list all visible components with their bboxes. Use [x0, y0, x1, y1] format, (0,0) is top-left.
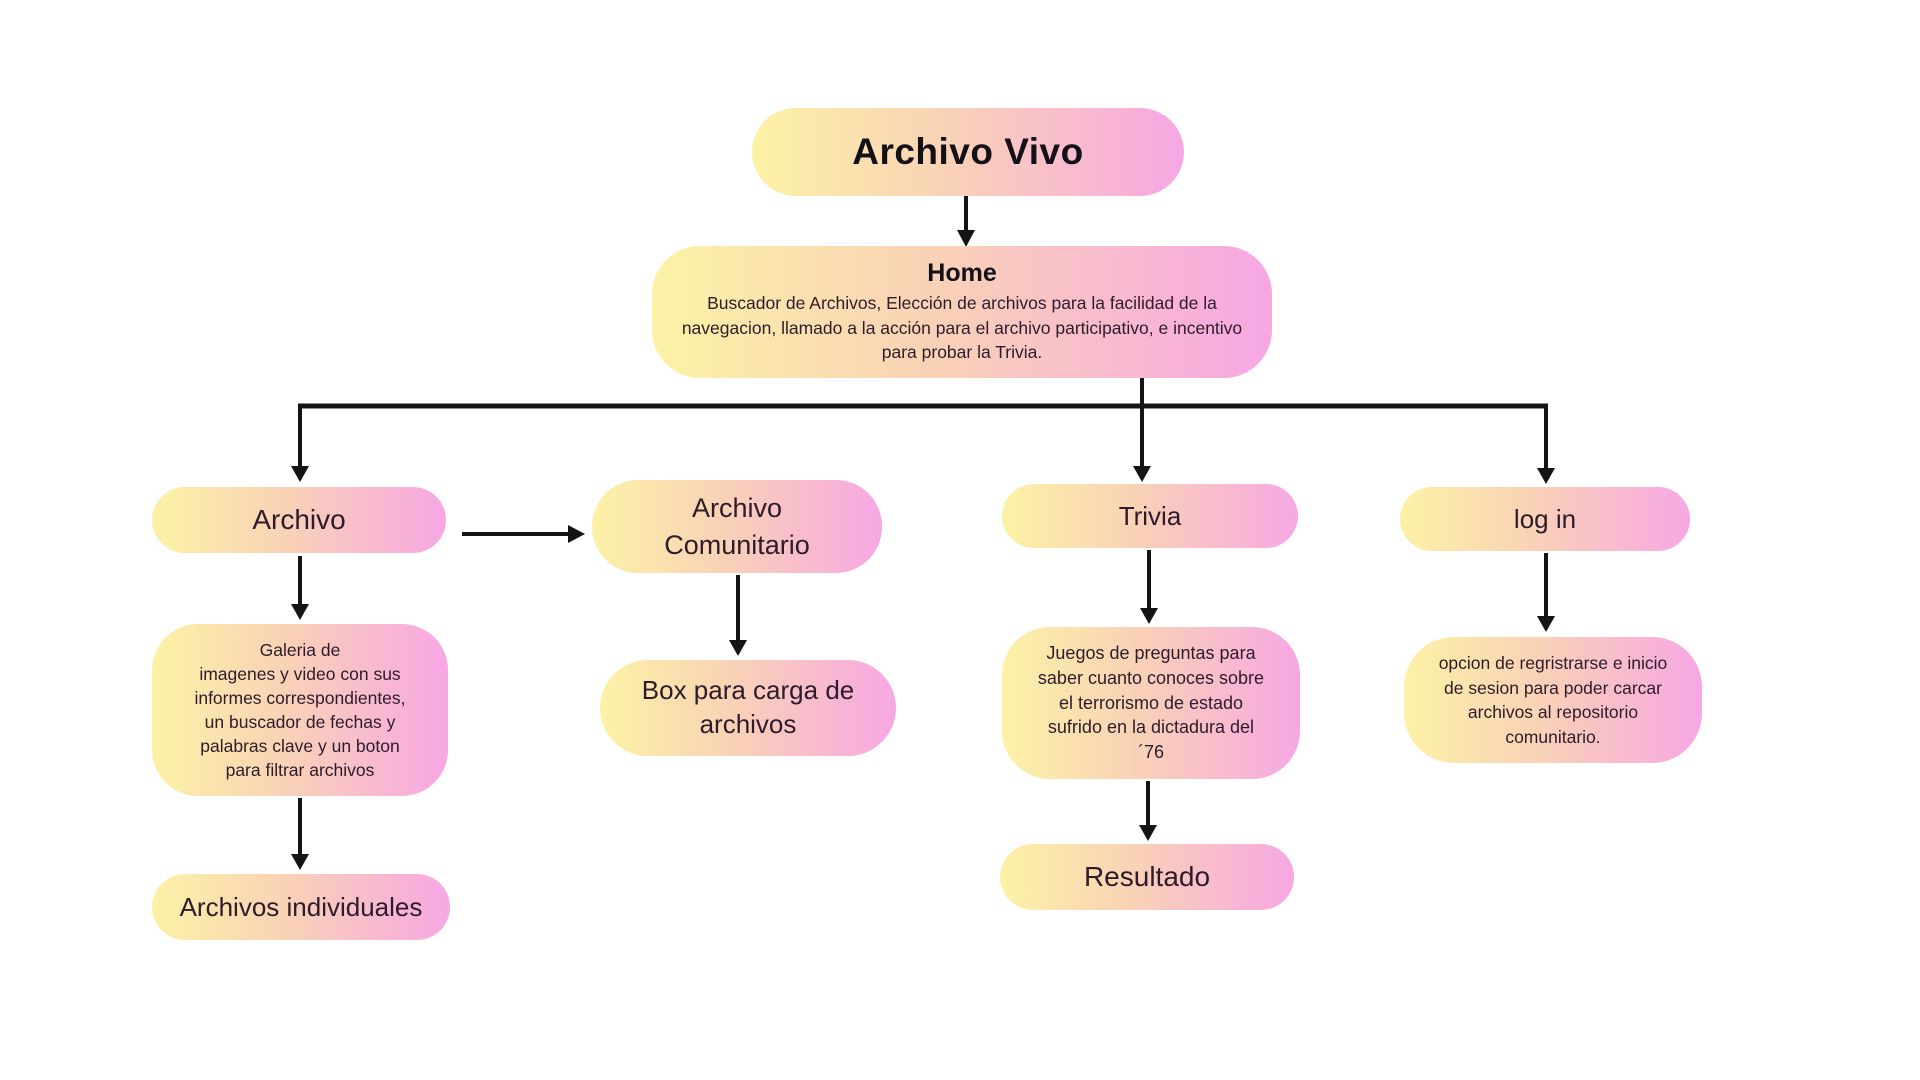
- node-resultado: Resultado: [1000, 844, 1294, 910]
- node-home: Home Buscador de Archivos, Elección de a…: [652, 246, 1272, 378]
- arrow-juegos-to-resultado: [1139, 781, 1157, 841]
- node-login: log in: [1400, 487, 1690, 551]
- arrow-home-to-trivia: [1133, 378, 1151, 482]
- arrow-archivo-to-galeria: [291, 556, 309, 620]
- node-login-description: opcion de regristrarse e inicio de sesio…: [1404, 637, 1702, 763]
- arrow-title-to-home: [957, 196, 975, 247]
- home-description: Buscador de Archivos, Elección de archiv…: [681, 292, 1243, 363]
- archivo-vivo-label: Archivo Vivo: [852, 131, 1084, 172]
- arrow-branch-to-login: [1537, 404, 1555, 484]
- archivo-label: Archivo: [252, 504, 346, 535]
- archivos-individuales-label: Archivos individuales: [179, 891, 423, 922]
- trivia-description-text: Juegos de preguntas para saber cuanto co…: [1037, 642, 1265, 763]
- arrow-archivo-to-comunitario: [462, 525, 585, 543]
- arrow-branch-to-archivo: [291, 404, 309, 482]
- login-label: log in: [1513, 503, 1577, 534]
- node-archivos-individuales: Archivos individuales: [152, 874, 450, 940]
- node-galeria-description: Galeria de imagenes y video con sus info…: [152, 624, 448, 796]
- node-archivo: Archivo: [152, 487, 446, 553]
- arrow-login-to-opcion: [1537, 553, 1555, 632]
- node-trivia: Trivia: [1002, 484, 1298, 548]
- arrow-trivia-to-juegos: [1140, 550, 1158, 624]
- arrow-comunitario-to-box: [729, 575, 747, 656]
- archivo-comunitario-label: Archivo Comunitario: [664, 493, 810, 560]
- node-archivo-comunitario: Archivo Comunitario: [592, 480, 882, 573]
- login-description-text: opcion de regristrarse e inicio de sesio…: [1438, 653, 1668, 747]
- box-carga-label: Box para carga de archivos: [641, 675, 855, 739]
- galeria-description-text: Galeria de imagenes y video con sus info…: [194, 639, 406, 781]
- node-box-carga: Box para carga de archivos: [600, 660, 896, 756]
- node-archivo-vivo-title: Archivo Vivo: [752, 108, 1184, 196]
- resultado-label: Resultado: [1083, 861, 1211, 892]
- trivia-label: Trivia: [1118, 500, 1182, 531]
- node-trivia-description: Juegos de preguntas para saber cuanto co…: [1002, 627, 1300, 779]
- home-title: Home: [927, 258, 997, 287]
- arrow-galeria-to-individuales: [291, 798, 309, 870]
